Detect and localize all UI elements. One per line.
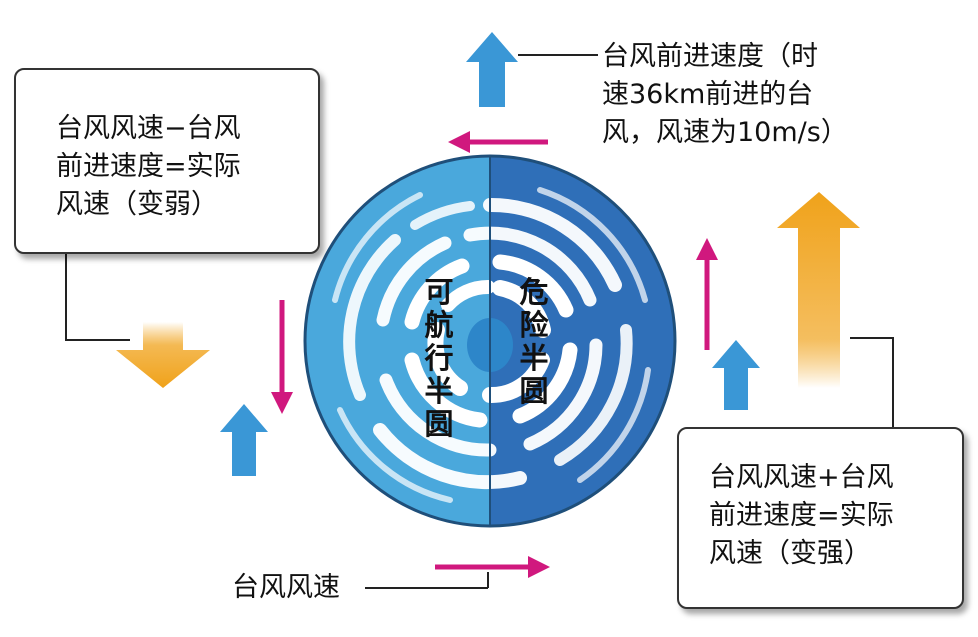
- blue-arrow-left: [220, 404, 268, 476]
- vertical-label-char: 半: [519, 341, 549, 375]
- forward-speed-note: 台风前进速度（时 速36km前进的台 风，风速为10m/s）: [602, 38, 848, 152]
- typhoon-circle: [303, 154, 677, 528]
- forward-note-line-2: 速36km前进的台: [602, 79, 814, 110]
- connector-weaken: [65, 254, 130, 341]
- weaken-explanation-box: 台风风速−台风 前进速度=实际 风速（变弱）: [14, 68, 320, 254]
- vertical-label-char: 行: [424, 341, 454, 375]
- forward-note-line-1: 台风前进速度（时: [602, 41, 818, 72]
- forward-note-line-3: 风，风速为10m/s）: [602, 117, 848, 148]
- weaken-line-2: 前进速度=实际: [56, 151, 241, 182]
- vertical-label-char: 圆: [519, 374, 549, 408]
- vertical-label-char: 航: [424, 308, 454, 342]
- vertical-label-char: 可: [424, 275, 454, 309]
- connector-strengthen: [850, 337, 894, 427]
- weaken-line-3: 风速（变弱）: [56, 189, 218, 220]
- forward-direction-arrow: [466, 32, 518, 107]
- strengthen-line-2: 前进速度=实际: [709, 500, 894, 531]
- vertical-label-char: 危: [519, 275, 549, 309]
- wind-arrow-bottom: [435, 556, 550, 578]
- wind-arrow-right: [696, 238, 718, 350]
- orange-arrow-strengthen: [777, 192, 860, 388]
- wind-arrow-left: [271, 300, 293, 414]
- strengthen-line-1: 台风风速+台风: [709, 462, 894, 493]
- vertical-label-char: 险: [519, 308, 549, 342]
- navigable-semicircle-label: 可航行半圆: [422, 276, 456, 441]
- blue-arrow-right: [712, 340, 760, 410]
- dangerous-semicircle-label: 危险半圆: [517, 276, 551, 408]
- orange-arrow-weaken: [116, 322, 210, 388]
- strengthen-line-3: 风速（变强）: [709, 538, 871, 569]
- vertical-label-char: 半: [424, 374, 454, 408]
- strengthen-explanation-box: 台风风速+台风 前进速度=实际 风速（变强）: [677, 427, 964, 609]
- vertical-label-char: 圆: [424, 407, 454, 441]
- wind-arrow-top: [448, 131, 548, 153]
- weaken-line-1: 台风风速−台风: [56, 113, 241, 144]
- wind-speed-label: 台风风速: [232, 572, 340, 603]
